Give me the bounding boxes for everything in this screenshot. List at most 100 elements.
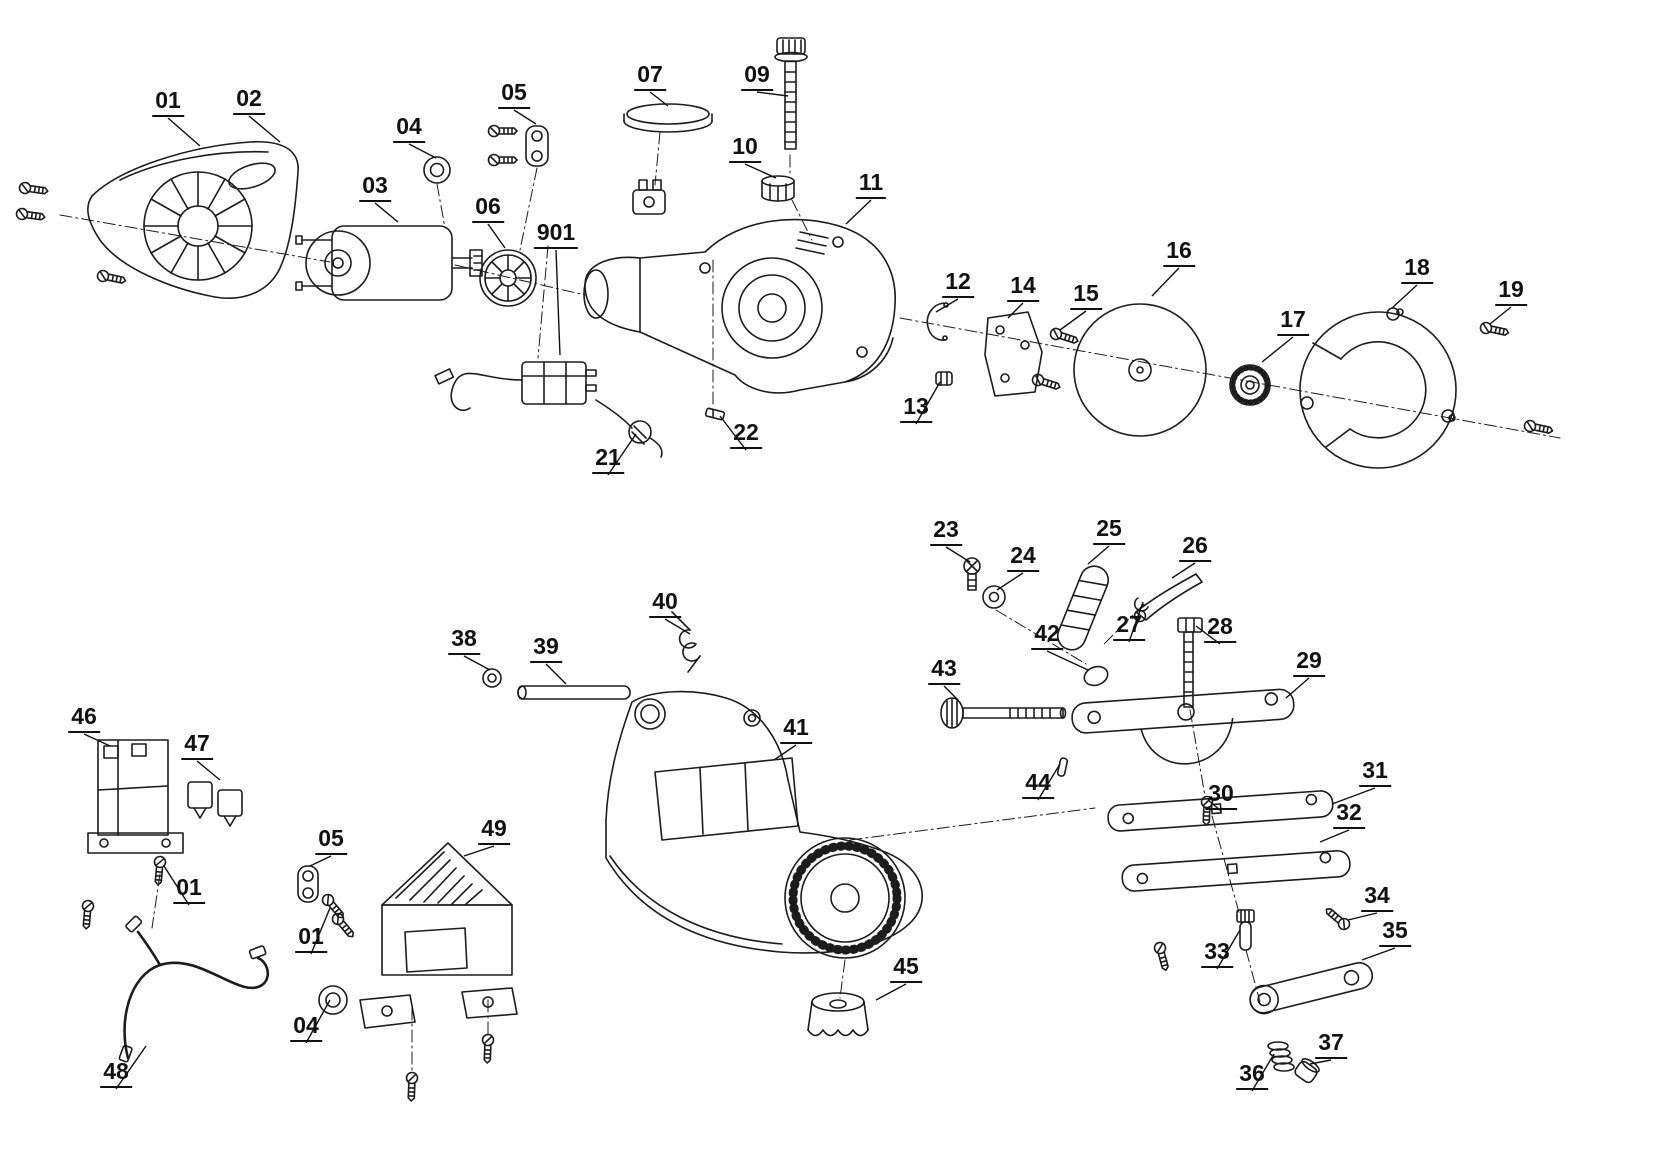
part-label-23: 23 <box>930 516 962 547</box>
part-bolt-43 <box>940 697 1067 729</box>
part-label-12: 12 <box>942 268 974 299</box>
part-label-18: 18 <box>1401 254 1433 285</box>
part-outer-flange <box>1229 364 1271 406</box>
part-switch-assembly <box>434 361 663 458</box>
part-label-01: 01 <box>152 87 184 118</box>
part-kerf-plate-32 <box>1121 850 1351 892</box>
leader-line-49 <box>463 845 495 857</box>
leader-line-27 <box>1128 601 1144 643</box>
part-label-40: 40 <box>649 588 681 619</box>
part-label-10: 10 <box>729 133 761 164</box>
leader-line-11 <box>845 199 872 225</box>
part-label-14: 14 <box>1007 272 1039 303</box>
part-label-01: 01 <box>295 923 327 954</box>
leader-line-13 <box>915 381 941 425</box>
part-label-27: 27 <box>1113 611 1145 642</box>
part-label-19: 19 <box>1495 276 1527 307</box>
leader-line-38 <box>463 655 491 671</box>
part-fan <box>479 249 537 307</box>
part-cap-37 <box>1294 1058 1320 1084</box>
leader-line-02 <box>248 115 281 143</box>
leader-line-14 <box>1007 302 1024 319</box>
leader-line-37 <box>1309 1059 1332 1065</box>
part-shaft-39 <box>517 685 631 700</box>
part-label-07: 07 <box>634 61 666 92</box>
part-label-42: 42 <box>1031 620 1063 651</box>
part-label-38: 38 <box>448 625 480 656</box>
part-label-06: 06 <box>472 193 504 224</box>
leader-line-29 <box>1285 677 1310 699</box>
leader-line-03 <box>374 202 399 223</box>
leader-line-43 <box>943 685 959 701</box>
part-label-46: 46 <box>68 703 100 734</box>
part-oring-42 <box>1083 665 1109 687</box>
part-label-21: 21 <box>592 444 624 475</box>
part-bearing-bottom <box>318 985 348 1015</box>
leader-line-46 <box>83 733 111 747</box>
leader-line-26 <box>1171 562 1196 579</box>
part-terminal-clamp-bottom <box>297 865 358 941</box>
part-gear-housing <box>583 218 896 394</box>
leader-line-05 <box>513 109 537 125</box>
part-label-15: 15 <box>1070 280 1102 311</box>
leader-line-31 <box>1331 787 1376 805</box>
part-pin-22 <box>704 407 726 421</box>
part-label-11: 11 <box>855 169 887 200</box>
leader-line-19 <box>1489 306 1512 325</box>
leader-line-33 <box>1216 929 1241 970</box>
part-base <box>605 690 923 959</box>
part-label-35: 35 <box>1379 917 1411 948</box>
leader-line-41 <box>773 744 797 761</box>
leader-line-09 <box>756 91 789 97</box>
part-bolt-28 <box>1177 617 1203 708</box>
part-label-39: 39 <box>530 633 562 664</box>
leader-line-35 <box>1361 947 1396 961</box>
leader-line-24 <box>996 572 1024 591</box>
leader-line-01 <box>163 865 190 906</box>
part-label-01: 01 <box>173 874 205 905</box>
part-arm-plate-29 <box>1071 688 1295 765</box>
leader-line-48 <box>115 1045 147 1090</box>
part-label-49: 49 <box>478 815 510 846</box>
part-screw-23 <box>963 557 981 591</box>
part-washer-38 <box>482 668 502 688</box>
leader-line-04 <box>408 143 437 159</box>
part-bracket-46 <box>87 739 184 854</box>
part-label-09: 09 <box>741 61 773 92</box>
part-label-04: 04 <box>393 113 425 144</box>
part-label-05: 05 <box>315 825 347 856</box>
leader-line-40 <box>664 618 691 635</box>
leader-line-44 <box>1037 763 1061 801</box>
part-inner-flange <box>984 311 1063 397</box>
part-label-03: 03 <box>359 172 391 203</box>
part-motor-cover <box>87 140 299 299</box>
part-label-32: 32 <box>1333 799 1365 830</box>
part-label-36: 36 <box>1236 1060 1268 1091</box>
part-label-41: 41 <box>780 714 812 745</box>
part-switch-plug <box>632 179 666 215</box>
part-long-bolt <box>774 37 808 150</box>
part-nut <box>761 175 795 202</box>
part-spring-36 <box>1267 1041 1295 1072</box>
part-handle-35 <box>1249 962 1374 1015</box>
part-label-31: 31 <box>1359 757 1391 788</box>
part-label-26: 26 <box>1179 532 1211 563</box>
assembly-axis-lines <box>59 131 1561 1073</box>
part-label-22: 22 <box>730 419 762 450</box>
leader-line-15 <box>1059 310 1087 331</box>
part-label-34: 34 <box>1361 882 1393 913</box>
part-washer-24 <box>982 585 1006 609</box>
leader-line-16 <box>1151 267 1180 297</box>
leader-line-10 <box>744 163 777 179</box>
part-label-43: 43 <box>928 655 960 686</box>
leader-line-23 <box>945 546 971 563</box>
part-label-28: 28 <box>1204 613 1236 644</box>
part-clips-47 <box>187 781 243 827</box>
part-label-45: 45 <box>890 953 922 984</box>
part-label-901: 901 <box>533 219 579 250</box>
part-sleeve <box>935 371 953 386</box>
part-brush-cap <box>623 103 713 133</box>
part-label-24: 24 <box>1007 542 1039 573</box>
